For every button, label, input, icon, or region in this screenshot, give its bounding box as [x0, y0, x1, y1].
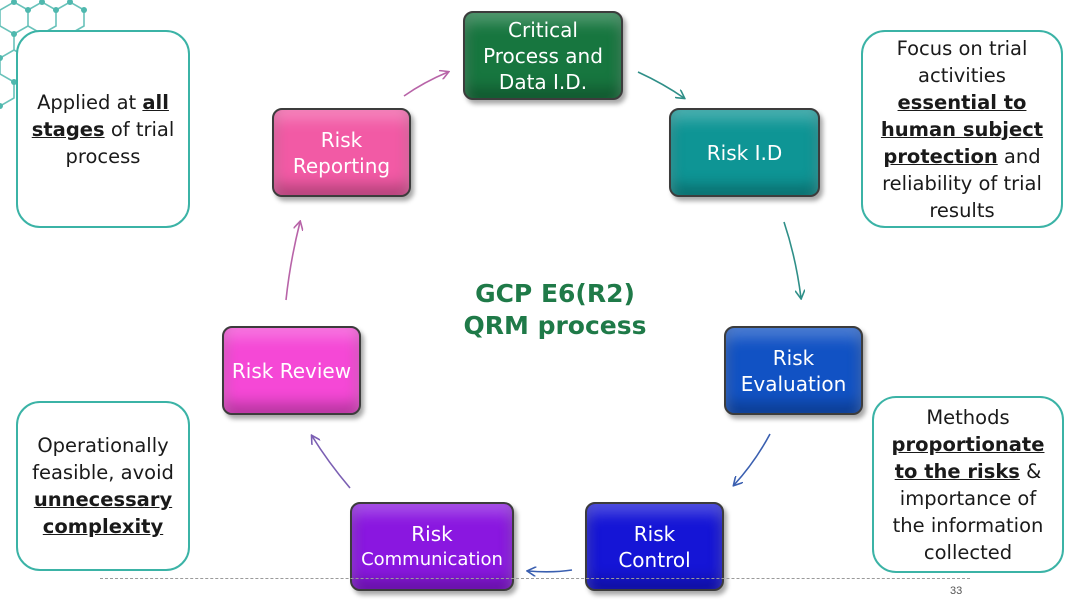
arrow-reporting-to-critical	[403, 72, 448, 97]
arrow-communication-to-review	[312, 436, 351, 489]
callout-bottom-left: Operationally feasible, avoid unnecessar…	[16, 401, 190, 571]
arrow-review-to-reporting	[285, 222, 300, 301]
arrow-evaluation-to-control	[734, 433, 771, 485]
callout-top-left: Applied at all stages of trial process	[16, 30, 190, 228]
arrow-control-to-communication	[528, 570, 573, 572]
callout-top-right: Focus on trial activities essential to h…	[861, 30, 1063, 228]
page-number: 33	[950, 585, 963, 597]
footer-divider	[100, 578, 970, 579]
title-line-1: GCP E6(R2)	[475, 279, 635, 308]
step-risk-review: Risk Review	[222, 326, 361, 415]
callout-bottom-right: Methods proportionate to the risks & imp…	[872, 396, 1064, 573]
arrow-riskid-to-evaluation	[783, 221, 801, 298]
step-risk-id: Risk I.D	[669, 108, 820, 197]
diagram-title: GCP E6(R2) QRM process	[440, 278, 670, 342]
title-line-2: QRM process	[463, 311, 647, 340]
arrow-critical-to-riskid	[637, 71, 684, 98]
